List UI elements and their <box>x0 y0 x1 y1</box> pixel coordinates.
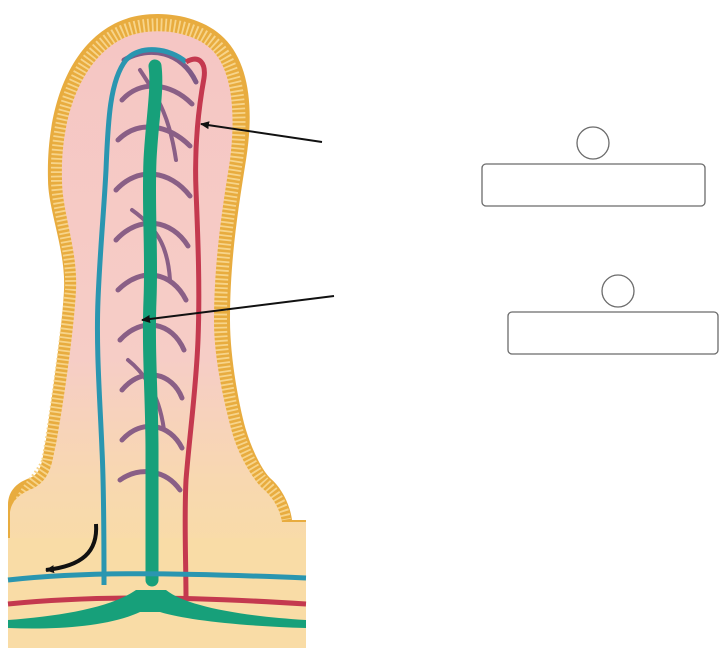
lacteal <box>149 66 155 580</box>
label-box-1-marker <box>577 127 609 159</box>
label-box-2[interactable] <box>508 275 718 354</box>
label-box-1-field[interactable] <box>482 164 705 206</box>
label-box-1[interactable] <box>482 127 705 206</box>
label-box-2-field[interactable] <box>508 312 718 354</box>
label-box-2-marker <box>602 275 634 307</box>
